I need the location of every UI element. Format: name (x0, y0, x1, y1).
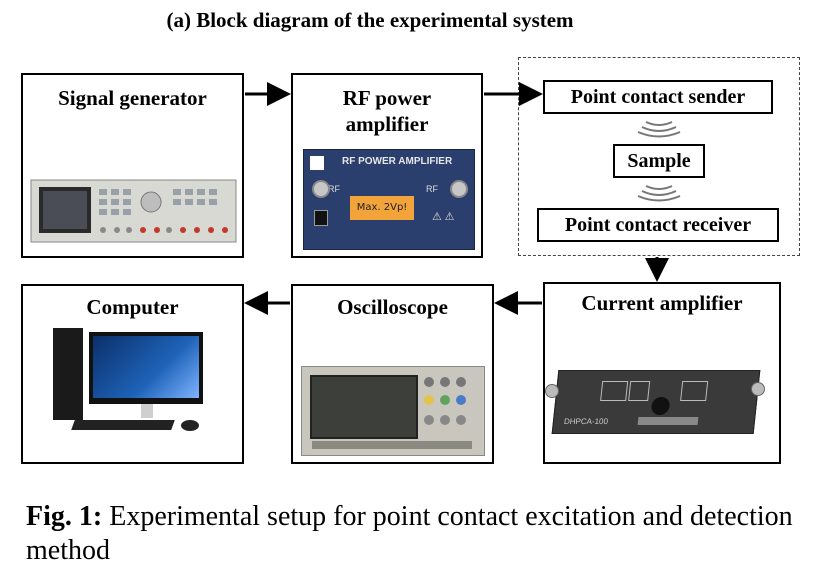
sample-block: Sample (613, 144, 705, 178)
rf-amplifier-note-sticker: Max. 2Vp! (350, 196, 414, 220)
current-amplifier-block: Current amplifier DHPCA-100 (543, 282, 781, 464)
rf-out-connector-icon (450, 180, 468, 198)
figure-caption: Fig. 1: Experimental setup for point con… (26, 500, 816, 568)
rf-power-amplifier-block: RF power amplifier RF POWER AMPLIFIER RF… (291, 73, 483, 258)
signal-generator-block: Signal generator (21, 73, 244, 258)
rf-amplifier-label-line1: RF power (342, 86, 432, 110)
acoustic-wave-icon (637, 121, 681, 138)
monitor-icon (89, 332, 203, 404)
oscilloscope-front-ports (312, 441, 472, 449)
rf-amplifier-note-text: Max. 2Vp! (356, 202, 408, 213)
rf-amplifier-image: RF POWER AMPLIFIER RF RF Max. 2Vp! ⚠ ⚠ (303, 149, 475, 250)
rf-in-label: RF (328, 184, 340, 194)
monitor-screen (93, 336, 199, 398)
point-contact-group (518, 57, 800, 256)
mouse-icon (181, 420, 199, 431)
monitor-stand-icon (141, 404, 153, 418)
rf-amplifier-label-line2: amplifier (345, 112, 429, 136)
brand-logo-icon (310, 156, 324, 170)
pc-tower-icon (53, 328, 83, 420)
current-amplifier-label: Current amplifier (581, 291, 743, 315)
signal-generator-image (30, 179, 237, 243)
rf-amplifier-panel-text: RF POWER AMPLIFIER (342, 156, 453, 167)
acoustic-wave-icon (637, 185, 681, 202)
point-contact-sender-block: Point contact sender (543, 80, 773, 114)
caption-text: Experimental setup for point contact exc… (26, 501, 793, 566)
rf-out-label: RF (426, 184, 438, 194)
bnc-out-icon (751, 382, 765, 396)
computer-label: Computer (86, 295, 179, 319)
oscilloscope-image (301, 366, 485, 456)
power-switch-icon (314, 210, 328, 226)
caption-label: Fig. 1: (26, 501, 103, 532)
signal-generator-label: Signal generator (58, 86, 207, 110)
oscilloscope-controls (422, 375, 478, 435)
point-contact-receiver-block: Point contact receiver (537, 208, 779, 242)
rf-in-connector-icon (312, 180, 330, 198)
diagram-title: (a) Block diagram of the experimental sy… (166, 8, 574, 32)
oscilloscope-screen (310, 375, 418, 439)
oscilloscope-block: Oscilloscope (291, 284, 494, 464)
oscilloscope-label: Oscilloscope (337, 295, 448, 319)
warning-icons: ⚠ ⚠ (432, 211, 455, 223)
computer-block: Computer (21, 284, 244, 464)
bnc-in-icon (545, 384, 559, 398)
